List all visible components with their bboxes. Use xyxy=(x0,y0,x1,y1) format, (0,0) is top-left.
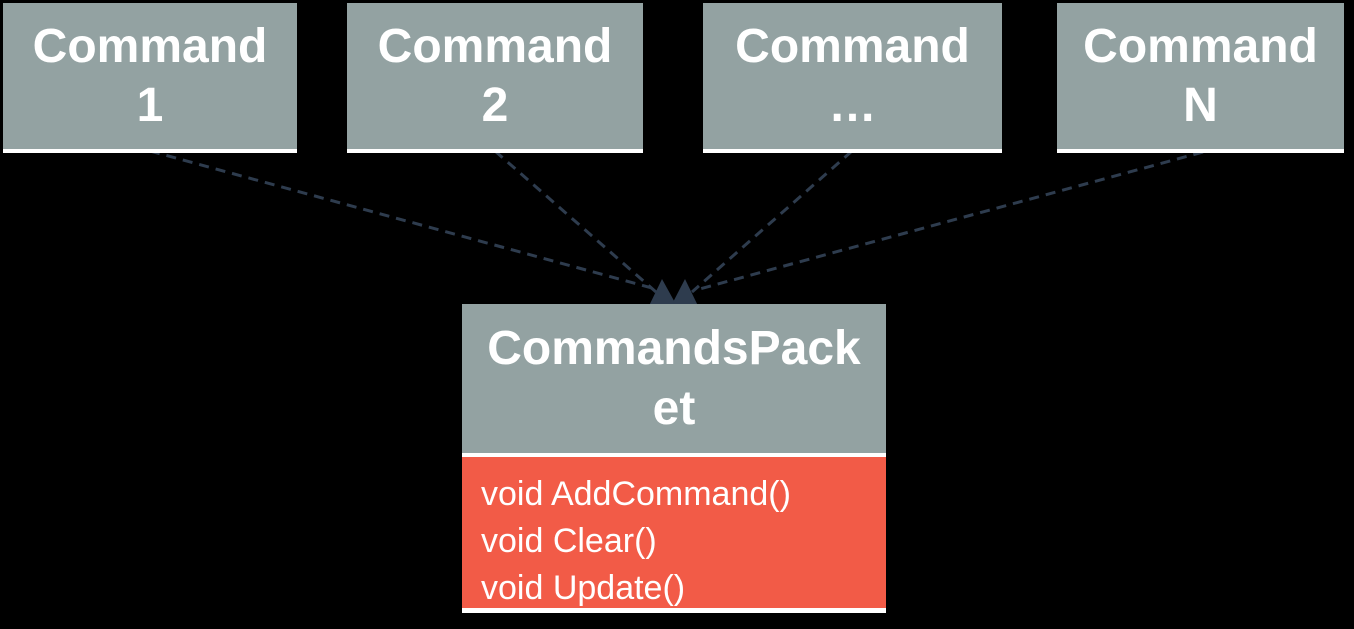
commandspacket-title: CommandsPack et xyxy=(462,304,886,453)
class-box-command-1: Command 1 xyxy=(3,3,297,153)
arrowhead-icon xyxy=(647,279,678,310)
commandspacket-title-line2: et xyxy=(652,381,696,435)
command-ellipsis-label-line1: Command xyxy=(735,20,970,73)
commandspacket-title-line1: CommandsPack xyxy=(487,321,861,375)
method-add-command: void AddCommand() xyxy=(481,475,791,513)
class-box-commandspacket: CommandsPack et void AddCommand() void C… xyxy=(462,304,886,613)
dependency-line-command-2 xyxy=(494,149,657,294)
dependency-line-command-ellipsis xyxy=(691,149,853,294)
commandspacket-methods: void AddCommand() void Clear() void Upda… xyxy=(462,453,886,613)
class-box-command-2: Command 2 xyxy=(347,3,643,153)
class-box-command-n: Command N xyxy=(1057,3,1344,153)
dependency-line-command-1 xyxy=(149,149,653,290)
command-1-label-line2: 1 xyxy=(136,79,164,132)
dependency-line-command-n xyxy=(695,150,1204,292)
command-2-label-line2: 2 xyxy=(481,79,509,132)
command-1-label-line1: Command xyxy=(32,20,268,73)
command-n-label-line2: N xyxy=(1183,79,1218,132)
arrowhead-icon xyxy=(670,279,700,310)
method-clear: void Clear() xyxy=(481,522,657,560)
class-box-command-ellipsis: Command … xyxy=(703,3,1002,153)
command-n-label-line1: Command xyxy=(1083,20,1318,73)
method-update: void Update() xyxy=(481,569,686,607)
command-2-label-line1: Command xyxy=(377,20,613,73)
command-ellipsis-label-line2: … xyxy=(828,79,877,132)
